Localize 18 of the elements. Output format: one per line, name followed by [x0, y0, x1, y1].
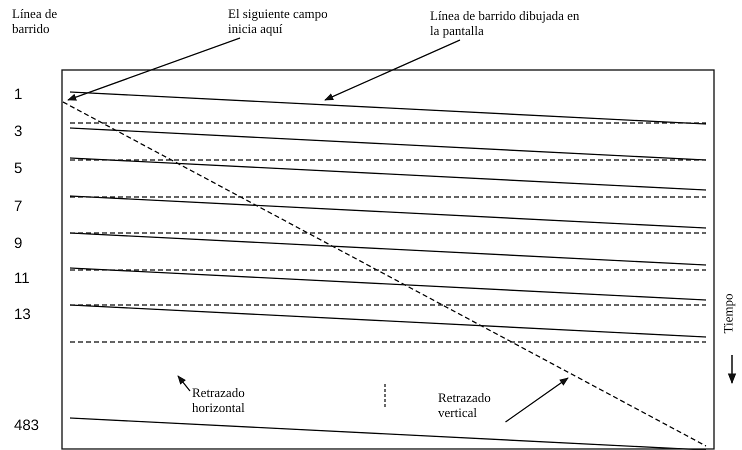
line-number: 5: [14, 160, 22, 177]
leader-line: [177, 375, 190, 392]
line-number: 9: [14, 235, 22, 252]
callout-text: El siguiente campo inicia aquí: [228, 6, 348, 36]
line-number: 11: [14, 270, 30, 287]
leader-line: [324, 39, 460, 101]
line-number: 13: [14, 306, 31, 323]
callout-text: Retrazado horizontal: [192, 385, 282, 415]
line-number: 1: [14, 86, 22, 103]
time-label: Tiempo: [720, 294, 736, 334]
callout-text: Retrazado vertical: [438, 390, 528, 420]
callout-text: Línea de barrido dibujada en la pantalla: [430, 8, 580, 38]
leader-line: [67, 37, 240, 101]
leader-line: [505, 377, 569, 423]
axis-heading: Línea de barrido: [12, 6, 58, 36]
line-number: 483: [14, 417, 40, 434]
line-number: 7: [14, 198, 22, 215]
line-number: 3: [14, 123, 22, 140]
